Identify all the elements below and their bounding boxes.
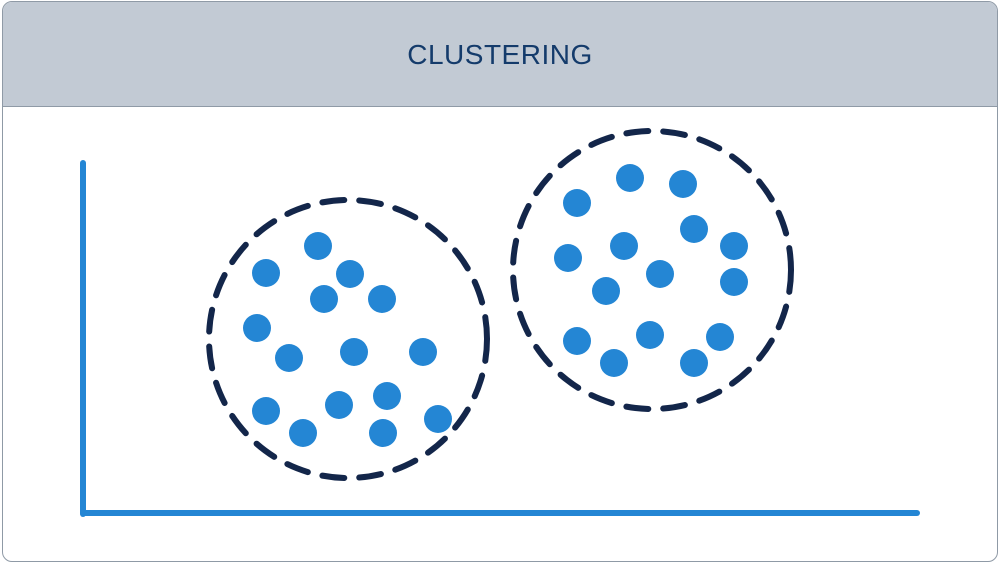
data-point xyxy=(424,405,452,433)
data-point xyxy=(616,164,644,192)
data-point xyxy=(646,260,674,288)
data-point xyxy=(563,327,591,355)
data-point xyxy=(289,419,317,447)
data-point xyxy=(252,397,280,425)
data-point xyxy=(310,285,338,313)
data-point xyxy=(275,344,303,372)
data-point xyxy=(325,391,353,419)
data-point xyxy=(680,349,708,377)
data-point xyxy=(720,232,748,260)
data-point xyxy=(340,338,368,366)
data-point xyxy=(252,259,280,287)
data-point xyxy=(554,244,582,272)
data-point xyxy=(720,268,748,296)
cluster-left-points xyxy=(243,232,452,447)
data-point xyxy=(636,321,664,349)
data-point xyxy=(592,277,620,305)
data-point xyxy=(373,382,401,410)
data-point xyxy=(600,349,628,377)
data-point xyxy=(243,314,271,342)
cluster-right-points xyxy=(554,164,748,377)
data-point xyxy=(680,215,708,243)
data-point xyxy=(409,338,437,366)
data-point xyxy=(336,260,364,288)
card-header: CLUSTERING xyxy=(3,2,997,107)
cluster-boundary-right xyxy=(510,128,794,412)
data-point xyxy=(669,170,697,198)
data-point xyxy=(369,419,397,447)
data-point xyxy=(610,232,638,260)
data-point xyxy=(563,189,591,217)
data-point xyxy=(368,285,396,313)
card-title: CLUSTERING xyxy=(407,39,593,70)
data-point xyxy=(706,323,734,351)
data-point xyxy=(304,232,332,260)
cluster-boundary-left xyxy=(206,197,490,481)
